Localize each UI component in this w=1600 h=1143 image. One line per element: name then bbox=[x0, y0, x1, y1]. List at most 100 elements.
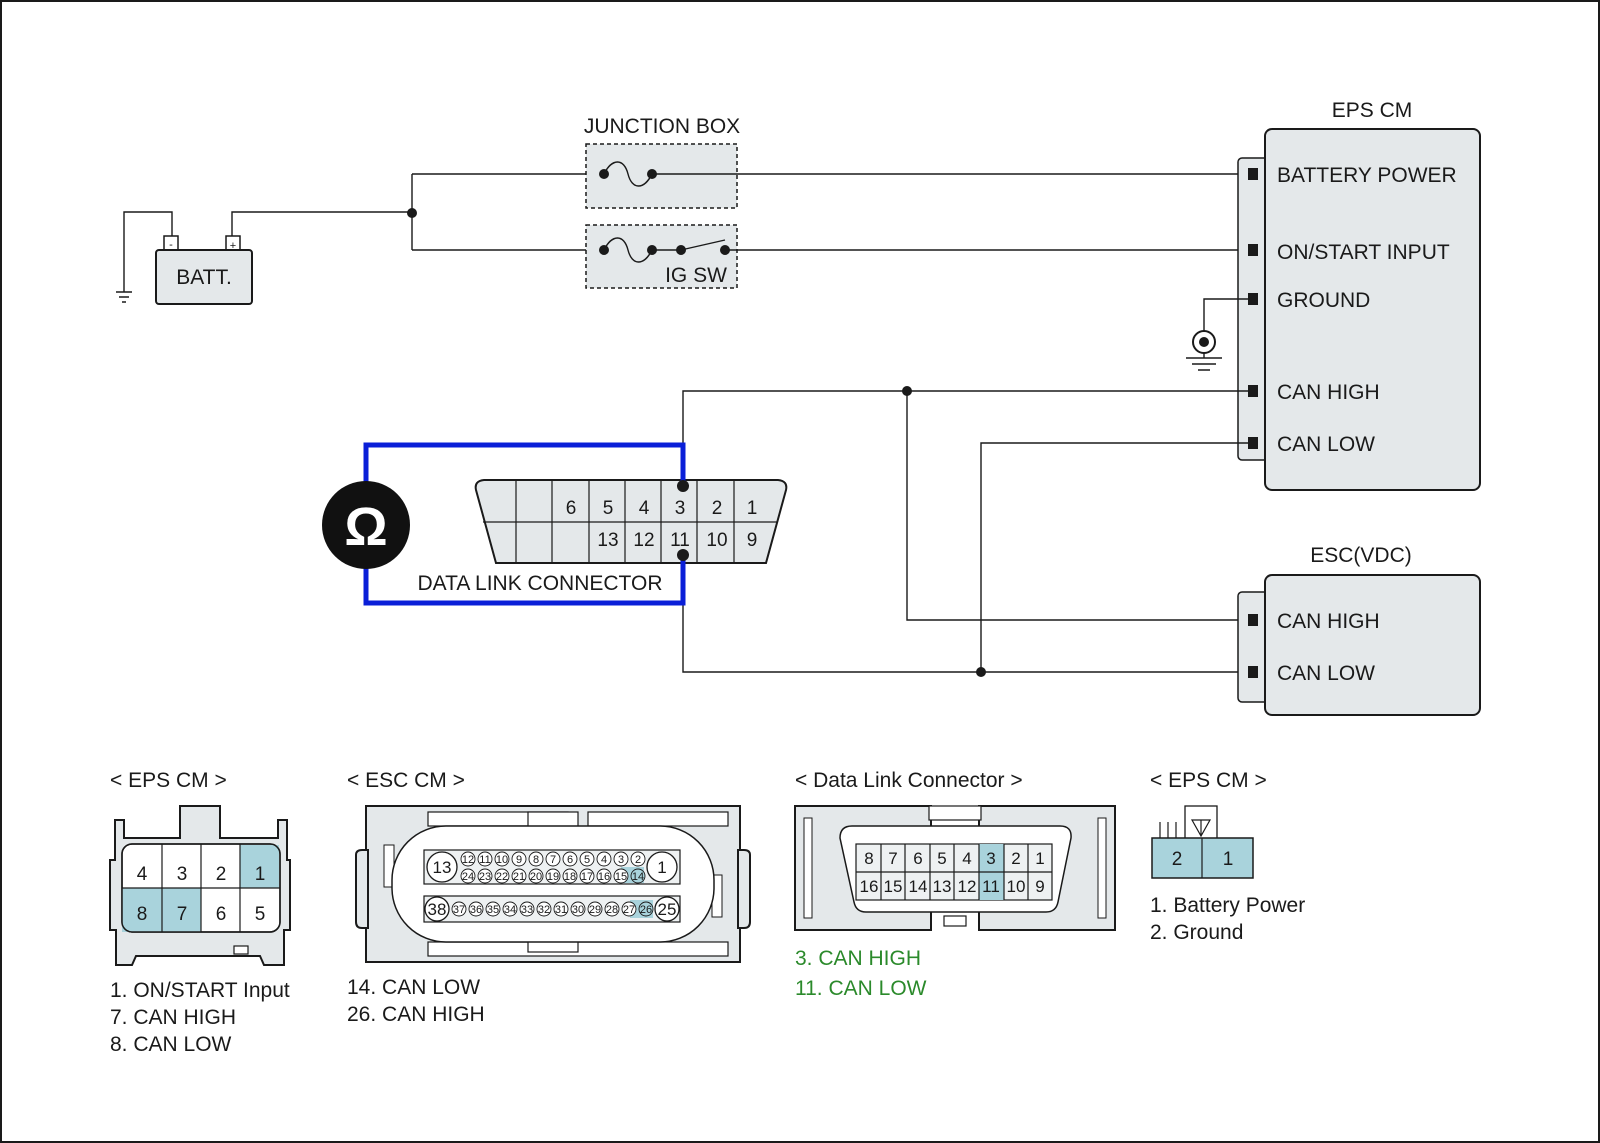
esc-pin-5: 5 bbox=[584, 854, 590, 866]
eps-view-pin-1: 1 bbox=[255, 864, 266, 885]
eps-view-pin-7: 7 bbox=[177, 904, 188, 925]
eps-view-pin-8: 8 bbox=[137, 904, 148, 925]
dlc-pin-11: 11 bbox=[670, 530, 690, 551]
esc-view-pin-1: 1 bbox=[657, 858, 666, 877]
eps-view-pin-5: 5 bbox=[255, 904, 266, 925]
ig-sw-label: IG SW bbox=[665, 264, 727, 287]
dlc-pin-6: 6 bbox=[566, 498, 577, 519]
dlc-view-pin-9: 9 bbox=[1035, 877, 1044, 896]
esc-upper-small-pins: 12 11 10 9 8 7 6 5 4 3 2 bbox=[460, 851, 646, 867]
esc-cm-view-title: < ESC CM > bbox=[347, 769, 465, 792]
dlc-view-pin-7: 7 bbox=[888, 849, 897, 868]
eps-power-view-note-2: 2. Ground bbox=[1150, 921, 1243, 944]
dlc-label: DATA LINK CONNECTOR bbox=[417, 572, 662, 595]
esc-pin-31: 31 bbox=[555, 904, 567, 916]
esc-view-pin-38: 38 bbox=[428, 900, 447, 919]
dlc-pin-2: 2 bbox=[712, 498, 723, 519]
eps-view-pin-6: 6 bbox=[216, 904, 227, 925]
esc-pin-34: 34 bbox=[504, 904, 516, 916]
eps-power-view-pin-2: 2 bbox=[1172, 849, 1183, 870]
eps-cm-connector-view: < EPS CM > 4 3 2 1 8 7 6 5 1. ON/START I… bbox=[109, 769, 291, 1056]
eps-view-note-2: 7. CAN HIGH bbox=[110, 1006, 236, 1029]
dlc-view-pin-2: 2 bbox=[1011, 849, 1020, 868]
dlc-view-pin-3: 3 bbox=[986, 849, 995, 868]
dlc-view-pin-13: 13 bbox=[933, 877, 952, 896]
data-link-connector: 6 5 4 3 2 1 13 12 11 10 9 DATA LINK CONN… bbox=[417, 479, 788, 595]
dlc-view-pin-8: 8 bbox=[864, 849, 873, 868]
esc-view-pin-13: 13 bbox=[433, 858, 452, 877]
esc-pin-20: 20 bbox=[530, 871, 542, 883]
esc-pin-35: 35 bbox=[487, 904, 499, 916]
eps-view-note-1: 1. ON/START Input bbox=[110, 979, 290, 1002]
dlc-pin-12: 12 bbox=[633, 530, 654, 551]
dlc-connector-view: < Data Link Connector > 8 7 6 5 4 3 2 1 … bbox=[794, 769, 1116, 1000]
eps-pin-ground: GROUND bbox=[1277, 289, 1370, 312]
esc-pin-10: 10 bbox=[496, 854, 508, 866]
junction-box: JUNCTION BOX IG SW bbox=[407, 115, 740, 289]
eps-cm-power-view-title: < EPS CM > bbox=[1150, 769, 1267, 792]
ohm-symbol-icon: Ω bbox=[344, 497, 387, 557]
esc-pin-24: 24 bbox=[462, 871, 474, 883]
esc-pin-2: 2 bbox=[635, 854, 641, 866]
esc-vdc-module: ESC(VDC) CAN HIGH CAN LOW bbox=[1237, 544, 1481, 716]
eps-pin-can-high: CAN HIGH bbox=[1277, 381, 1380, 404]
esc-pin-14: 14 bbox=[632, 871, 644, 883]
esc-vdc-title: ESC(VDC) bbox=[1310, 544, 1412, 567]
esc-pin-15: 15 bbox=[615, 871, 627, 883]
dlc-pin-5: 5 bbox=[603, 498, 614, 519]
esc-pin-37: 37 bbox=[453, 904, 465, 916]
dlc-pin-10: 10 bbox=[706, 530, 727, 551]
esc-view-note-2: 26. CAN HIGH bbox=[347, 1003, 485, 1026]
esc-pin-36: 36 bbox=[470, 904, 482, 916]
eps-pin-on-start-input: ON/START INPUT bbox=[1277, 241, 1450, 264]
eps-power-view-note-1: 1. Battery Power bbox=[1150, 894, 1305, 917]
dlc-view-pin-15: 15 bbox=[884, 877, 903, 896]
esc-pin-3: 3 bbox=[618, 854, 624, 866]
battery: - + BATT. bbox=[116, 211, 412, 305]
esc-pin-30: 30 bbox=[572, 904, 584, 916]
esc-lower-small-pins: 37 36 35 34 33 32 31 30 29 28 27 26 bbox=[451, 901, 654, 917]
dlc-pin-3: 3 bbox=[675, 498, 686, 519]
dlc-pin-13: 13 bbox=[597, 530, 618, 551]
esc-pin-can-high: CAN HIGH bbox=[1277, 610, 1380, 633]
dlc-view-pin-4: 4 bbox=[962, 849, 971, 868]
dlc-view-pin-1: 1 bbox=[1035, 849, 1044, 868]
esc-view-pin-25: 25 bbox=[658, 900, 677, 919]
eps-cm-module: EPS CM BATTERY POWER ON/START INPUT GROU… bbox=[1237, 99, 1481, 491]
eps-pin-can-low: CAN LOW bbox=[1277, 433, 1375, 456]
dlc-view-pin-12: 12 bbox=[958, 877, 977, 896]
chassis-ground-icon bbox=[1186, 298, 1248, 371]
dlc-pin-1: 1 bbox=[747, 498, 758, 519]
eps-cm-power-connector-view: < EPS CM > 2 1 1. Battery Power 2. Groun… bbox=[1150, 769, 1305, 944]
eps-view-pin-2: 2 bbox=[216, 864, 227, 885]
battery-label: BATT. bbox=[176, 266, 232, 289]
dlc-view-note-1: 3. CAN HIGH bbox=[795, 947, 921, 970]
eps-cm-title: EPS CM bbox=[1332, 99, 1413, 122]
esc-pin-26: 26 bbox=[640, 904, 652, 916]
dlc-view-pin-10: 10 bbox=[1007, 877, 1026, 896]
esc-pin-27: 27 bbox=[623, 904, 635, 916]
ohmmeter: Ω bbox=[322, 442, 689, 606]
esc-pin-4: 4 bbox=[601, 854, 607, 866]
esc-pin-22: 22 bbox=[496, 871, 508, 883]
esc-pin-23: 23 bbox=[479, 871, 491, 883]
dlc-pin-9: 9 bbox=[747, 530, 758, 551]
eps-power-view-pin-1: 1 bbox=[1223, 849, 1234, 870]
esc-middle-small-pins: 24 23 22 21 20 19 18 17 16 15 14 bbox=[460, 868, 646, 884]
esc-cm-connector-view: < ESC CM > 13 1 38 25 12 11 10 9 8 7 bbox=[347, 769, 751, 1026]
dlc-view-title: < Data Link Connector > bbox=[795, 769, 1023, 792]
esc-pin-18: 18 bbox=[564, 871, 576, 883]
esc-view-note-1: 14. CAN LOW bbox=[347, 976, 480, 999]
eps-view-pin-3: 3 bbox=[177, 864, 188, 885]
esc-pin-33: 33 bbox=[521, 904, 533, 916]
esc-pin-11: 11 bbox=[479, 854, 490, 866]
esc-pin-16: 16 bbox=[598, 871, 610, 883]
dlc-view-pin-14: 14 bbox=[909, 877, 928, 896]
dlc-view-pin-5: 5 bbox=[937, 849, 946, 868]
esc-pin-17: 17 bbox=[581, 871, 593, 883]
battery-minus-label: - bbox=[169, 239, 173, 251]
esc-pin-9: 9 bbox=[516, 854, 522, 866]
esc-pin-21: 21 bbox=[513, 871, 525, 883]
